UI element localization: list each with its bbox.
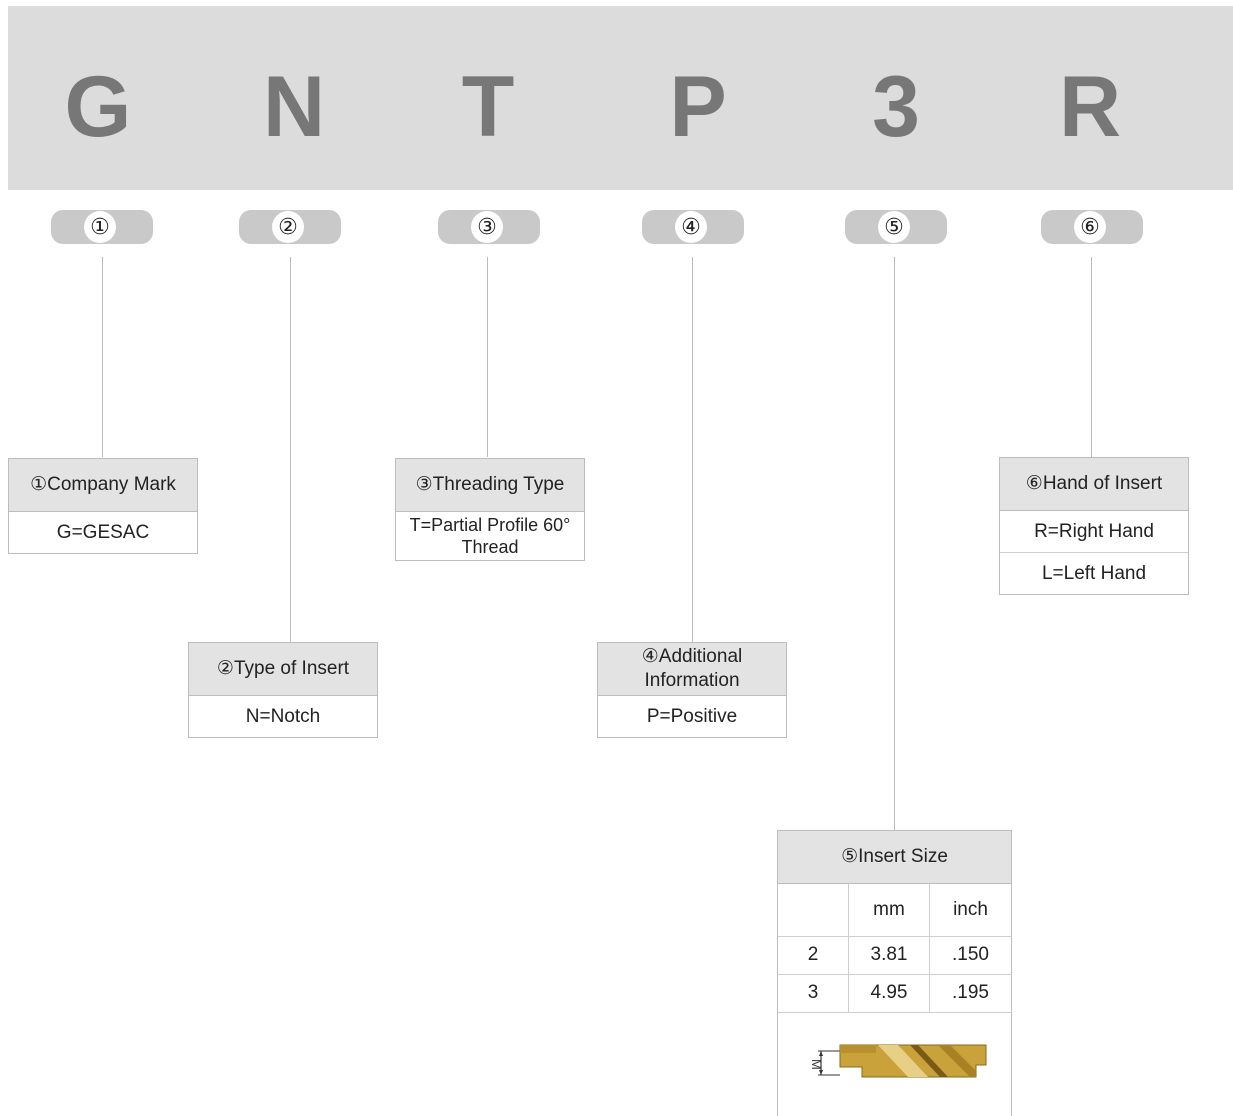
insert-size-col-inch: inch (929, 884, 1011, 937)
additional-information-box: ④Additional Information P=Positive (597, 642, 787, 738)
company-mark-row: G=GESAC (56, 522, 150, 543)
threading-type-row: T=Partial Profile 60° Thread (409, 515, 571, 557)
size-code: 2 (778, 935, 849, 975)
additional-information-title: ④Additional Information (598, 643, 786, 696)
marker-number: ⑤ (878, 211, 910, 243)
marker-number: ④ (675, 211, 707, 243)
connector-line-2 (290, 257, 291, 642)
hand-of-insert-title: ⑥Hand of Insert (1000, 458, 1188, 511)
code-letter-2: N (262, 59, 326, 155)
size-inch: .150 (929, 935, 1011, 975)
connector-line-5 (894, 257, 895, 830)
marker-pill-2: ② (239, 210, 341, 244)
code-letter-3: T (461, 59, 515, 155)
hand-of-insert-box: ⑥Hand of Insert R=Right Hand L=Left Hand (999, 457, 1189, 595)
insert-profile-drawing: M (809, 1044, 987, 1077)
size-inch: .195 (929, 973, 1011, 1013)
code-letter-1: G (64, 59, 132, 155)
insert-size-box: ⑤Insert Size mm inch 2 3.81 .150 3 4.95 … (777, 830, 1012, 1116)
hand-of-insert-row-left: L=Left Hand (1041, 563, 1147, 584)
marker-number: ③ (471, 211, 503, 243)
marker-pill-5: ⑤ (845, 210, 947, 244)
insert-size-col-mm: mm (848, 884, 930, 937)
marker-number: ② (272, 211, 304, 243)
code-letter-4: P (669, 59, 727, 155)
connector-line-4 (692, 257, 693, 642)
table-row: 2 3.81 .150 (778, 935, 1011, 975)
connector-line-1 (102, 257, 103, 457)
marker-number: ① (84, 211, 116, 243)
marker-pill-3: ③ (438, 210, 540, 244)
size-mm: 4.95 (848, 973, 930, 1013)
size-mm: 3.81 (848, 935, 930, 975)
type-of-insert-title: ②Type of Insert (189, 643, 377, 696)
marker-pill-6: ⑥ (1041, 210, 1143, 244)
size-code: 3 (778, 973, 849, 1013)
insert-size-title: ⑤Insert Size (778, 831, 1011, 884)
table-row: 3 4.95 .195 (778, 973, 1011, 1013)
type-of-insert-row: N=Notch (245, 706, 321, 727)
hand-of-insert-row-right: R=Right Hand (1000, 511, 1188, 553)
company-mark-box: ①Company Mark G=GESAC (8, 458, 198, 554)
company-mark-title: ①Company Mark (9, 459, 197, 512)
insert-drawing-area: M (778, 1013, 1011, 1105)
insert-size-table: mm inch 2 3.81 .150 3 4.95 .195 (778, 884, 1011, 1013)
code-banner (8, 6, 1233, 190)
code-letter-5: 3 (872, 59, 920, 155)
threading-type-box: ③Threading Type T=Partial Profile 60° Th… (395, 458, 585, 561)
code-letter-6: R (1058, 59, 1122, 155)
marker-pill-4: ④ (642, 210, 744, 244)
connector-line-6 (1091, 257, 1092, 457)
insert-size-header-row: mm inch (778, 884, 1011, 937)
marker-number: ⑥ (1074, 211, 1106, 243)
threading-type-title: ③Threading Type (396, 459, 584, 512)
marker-pill-1: ① (51, 210, 153, 244)
type-of-insert-box: ②Type of Insert N=Notch (188, 642, 378, 738)
dimension-label: M (809, 1059, 824, 1070)
insert-size-col-blank (778, 884, 849, 937)
additional-information-row: P=Positive (646, 706, 738, 727)
connector-line-3 (487, 257, 488, 457)
